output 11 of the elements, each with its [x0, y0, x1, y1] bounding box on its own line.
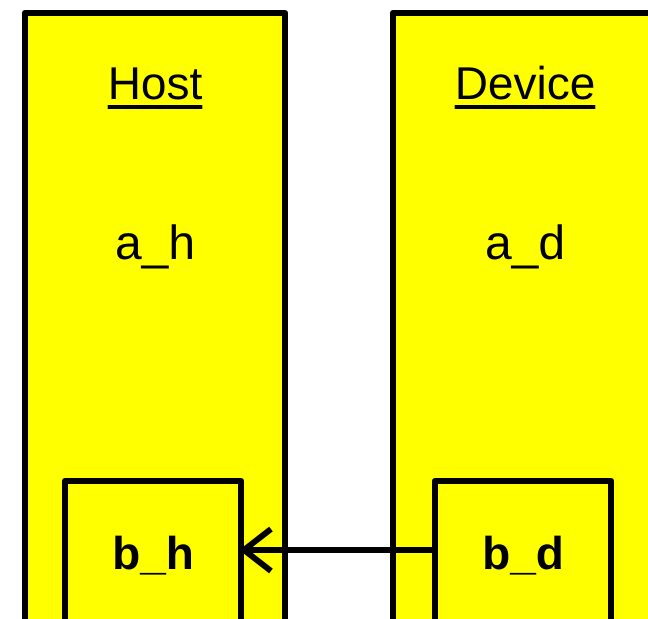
variable-box: [62, 478, 244, 619]
variable-label: a_h: [114, 220, 196, 268]
panel: [390, 10, 648, 619]
variable-label: b_d: [482, 530, 564, 576]
arrow: [241, 526, 432, 574]
variable-label: b_h: [112, 530, 194, 576]
variable-label: a_d: [484, 220, 566, 268]
panel: [22, 10, 288, 619]
panel-title: Host: [108, 60, 202, 106]
variable-box: [432, 478, 614, 619]
panel-title: Device: [454, 60, 596, 106]
